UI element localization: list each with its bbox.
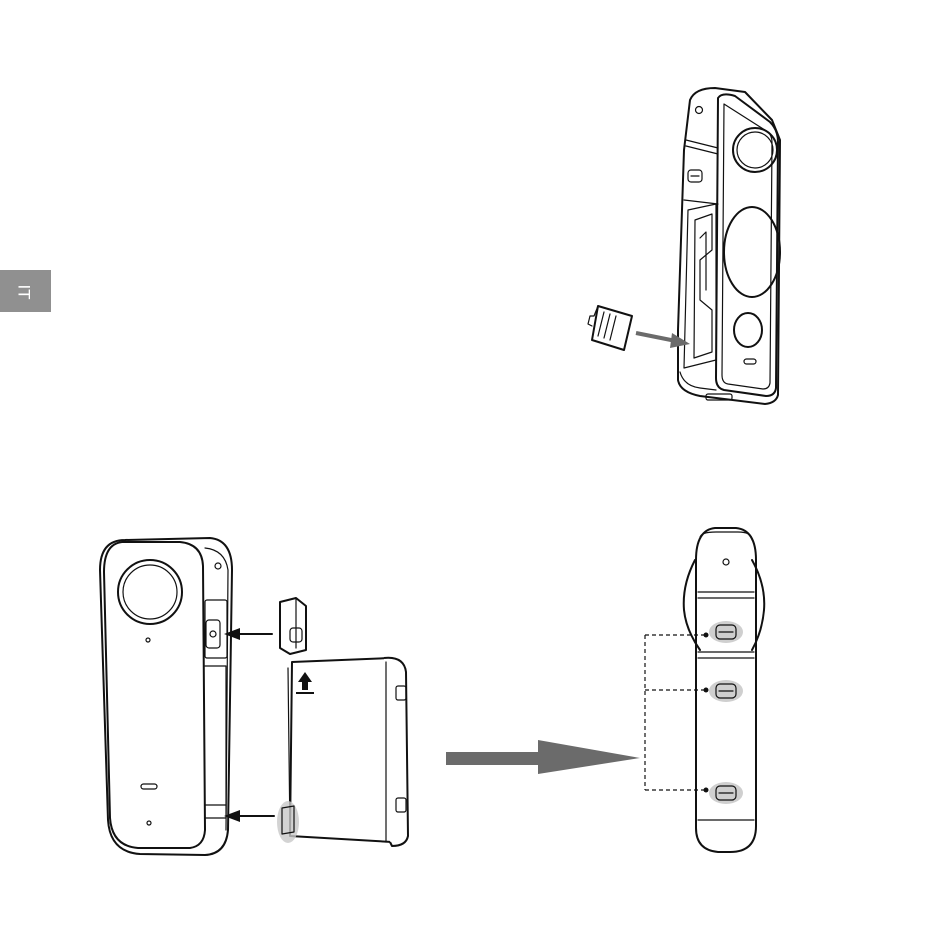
camera-side-latches-illustration	[645, 528, 764, 852]
sd-card-insert-illustration	[588, 88, 780, 404]
battery-insert-illustration	[100, 538, 408, 855]
right-arrow	[446, 740, 640, 774]
